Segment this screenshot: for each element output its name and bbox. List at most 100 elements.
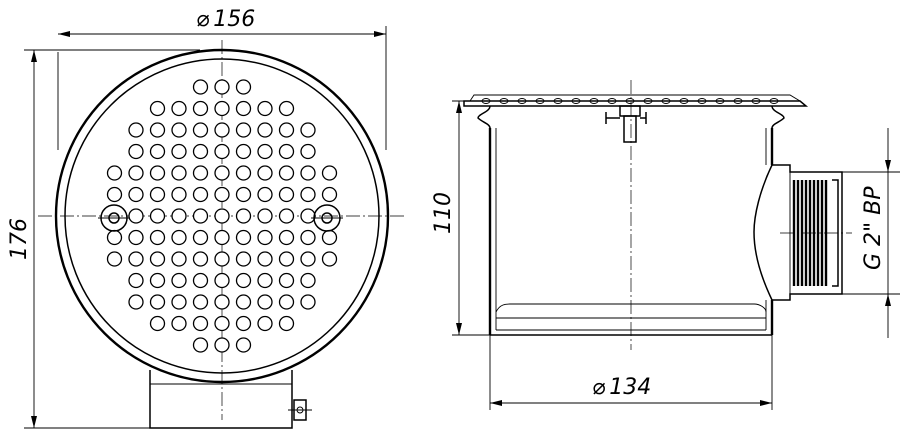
grate-hole <box>300 186 316 203</box>
grate-hole <box>257 143 273 160</box>
grate-hole <box>171 272 187 289</box>
grate-hole <box>149 186 166 203</box>
grate-hole <box>235 315 252 332</box>
grate-hole <box>128 208 144 224</box>
grate-hole <box>321 229 338 246</box>
grate-hole <box>278 208 295 224</box>
grate-hole <box>278 315 295 332</box>
height-176-label: 176 <box>7 218 32 260</box>
grate-hole <box>278 229 295 246</box>
grate-hole <box>192 165 209 181</box>
grate-hole <box>128 122 144 138</box>
grate-hole <box>192 186 209 203</box>
grate-hole <box>300 208 316 224</box>
grate-hole <box>171 186 187 203</box>
grate-hole <box>278 122 295 138</box>
grate-hole <box>128 294 144 310</box>
grate-hole <box>171 294 187 310</box>
grate-hole <box>149 143 166 160</box>
grate-hole <box>171 229 187 246</box>
grate-hole <box>214 272 230 289</box>
grate-hole <box>192 229 209 246</box>
dimension-diameter-134: ⌀134 <box>489 335 773 410</box>
grate-hole <box>235 122 252 138</box>
flange-hole <box>571 98 581 104</box>
grate-hole <box>257 186 273 203</box>
flange-hole <box>715 98 725 104</box>
front-view: ⌀156 176 <box>7 7 404 429</box>
grate-hole <box>128 165 144 181</box>
thread-label: G 2" BP <box>861 186 886 270</box>
grate-hole <box>149 208 166 224</box>
diameter-134-label: ⌀134 <box>592 375 651 400</box>
grate-hole <box>192 100 209 117</box>
flange-hole <box>643 98 653 104</box>
grate-hole <box>257 100 273 117</box>
left-screw <box>98 204 130 232</box>
grate-hole <box>171 208 187 224</box>
grate-hole <box>128 229 144 246</box>
grate-hole <box>257 229 273 246</box>
grate-hole <box>235 208 252 224</box>
grate-hole <box>214 208 230 224</box>
right-screw <box>311 204 343 232</box>
grate-hole <box>171 165 187 181</box>
grate-hole <box>257 315 273 332</box>
grate-hole <box>278 294 295 310</box>
grate-hole <box>192 143 209 160</box>
grate-hole <box>214 186 230 203</box>
grate-hole <box>214 251 230 267</box>
grate-hole <box>214 229 230 246</box>
grate-hole <box>300 122 316 138</box>
grate-hole <box>235 337 252 353</box>
grate-hole <box>214 122 230 138</box>
grate-hole <box>278 165 295 181</box>
dimension-height-110: 110 <box>431 100 490 336</box>
outlet-stub <box>149 370 312 429</box>
threaded-outlet <box>753 164 843 301</box>
grate-hole <box>278 272 295 289</box>
grate-hole <box>300 165 316 181</box>
grate-hole <box>171 143 187 160</box>
dimension-height-176: 176 <box>7 49 200 429</box>
grate-hole <box>278 251 295 267</box>
grate-hole <box>235 186 252 203</box>
grate-hole <box>214 100 230 117</box>
grate-hole <box>149 165 166 181</box>
grate-hole <box>235 165 252 181</box>
grate-hole <box>235 272 252 289</box>
grate-hole <box>321 186 338 203</box>
flange-hole <box>517 98 527 104</box>
grate-hole <box>128 251 144 267</box>
grate-hole <box>192 337 209 353</box>
grate-hole <box>214 165 230 181</box>
grate-hole <box>171 122 187 138</box>
grate-hole <box>257 208 273 224</box>
grate-hole <box>257 122 273 138</box>
grate-hole <box>106 165 123 181</box>
grate-hole <box>149 272 166 289</box>
grate-hole <box>257 251 273 267</box>
grate-holes <box>106 79 338 353</box>
grate-hole <box>192 315 209 332</box>
grate-hole <box>149 122 166 138</box>
flange-hole <box>679 98 689 104</box>
flange-hole <box>535 98 545 104</box>
grate-hole <box>106 251 123 267</box>
flange-hole <box>499 98 509 104</box>
grate-hole <box>214 315 230 332</box>
grate-hole <box>149 315 166 332</box>
grate-hole <box>149 100 166 117</box>
grate-hole <box>235 294 252 310</box>
grate-hole <box>257 294 273 310</box>
grate-hole <box>235 100 252 117</box>
grate-hole <box>300 251 316 267</box>
grate-hole <box>192 272 209 289</box>
grate-hole <box>321 251 338 267</box>
dimension-thread: G 2" BP <box>842 128 900 338</box>
flange-hole <box>751 98 761 104</box>
top-flange <box>463 94 809 129</box>
side-view: 110 ⌀134 G 2" BP <box>431 80 900 410</box>
grate-hole <box>214 294 230 310</box>
